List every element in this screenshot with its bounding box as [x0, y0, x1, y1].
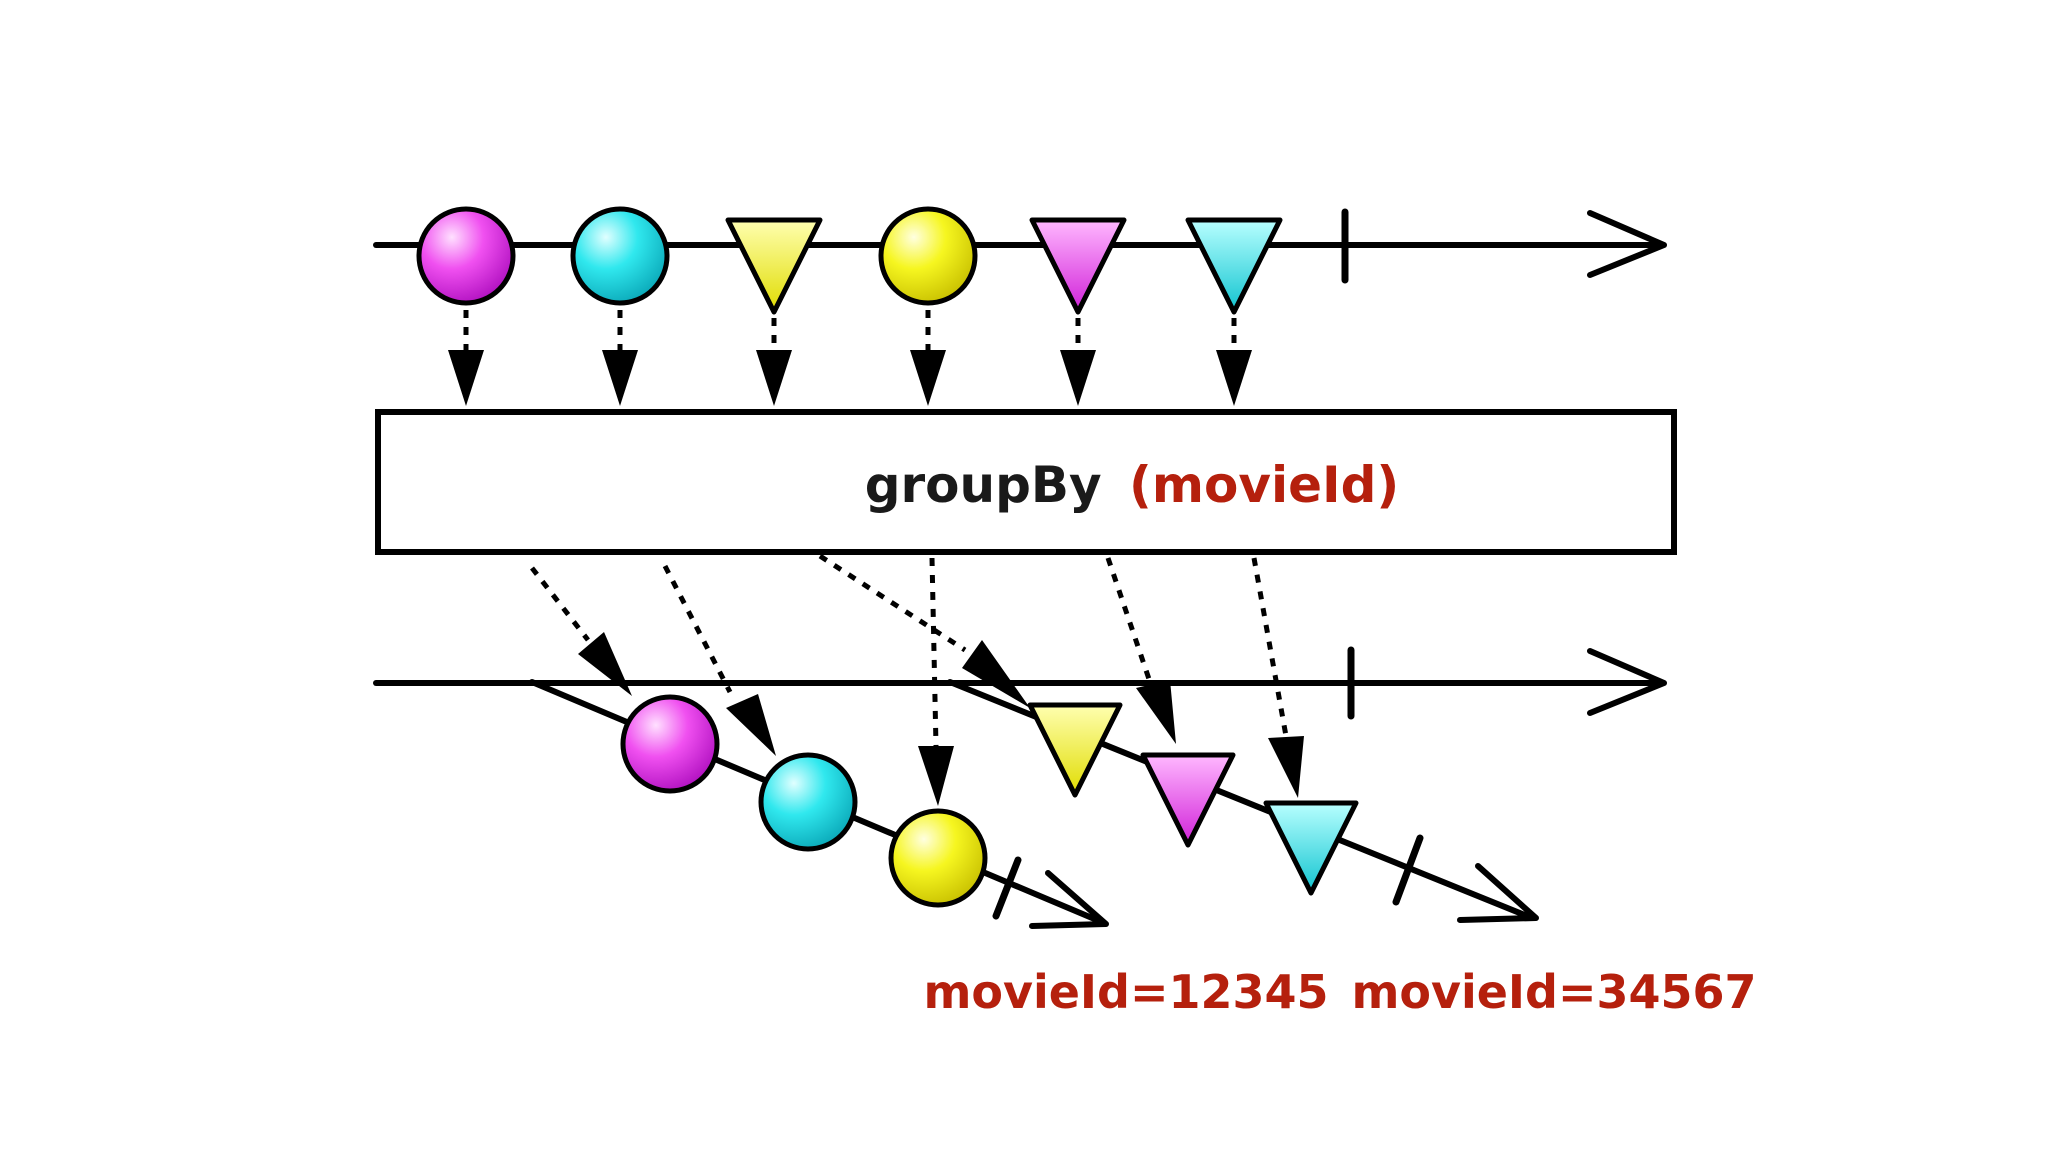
operator-box-frame	[375, 409, 1677, 555]
input-arrow	[1216, 318, 1252, 406]
output-arrow	[918, 557, 954, 806]
output-arrow	[1251, 557, 1304, 798]
group-observable-34567: movieId=34567	[947, 679, 1757, 1019]
output-arrow	[818, 553, 1030, 708]
group-timeline-arrowhead	[1029, 870, 1109, 929]
output-arrow	[1105, 557, 1176, 744]
output-timeline-arrowhead	[1587, 648, 1667, 716]
operator-argument: (movieId)	[1129, 456, 1399, 514]
group-observable-12345: movieId=12345	[529, 679, 1329, 1019]
source-item-cyan-triangle	[1185, 217, 1283, 315]
group-item-yellow-circle	[888, 808, 988, 908]
group-completion-tick	[992, 856, 1022, 920]
source-item-yellow-triangle	[725, 217, 823, 315]
group-item-magenta-circle	[620, 694, 720, 794]
group-item-magenta-triangle	[1140, 752, 1236, 848]
source-item-yellow-circle	[878, 206, 978, 306]
input-arrow	[756, 318, 792, 406]
group-item-cyan-circle	[758, 752, 858, 852]
source-timeline	[373, 208, 1667, 284]
input-arrow	[1060, 318, 1096, 406]
source-item-magenta-circle	[416, 206, 516, 306]
input-arrow	[602, 310, 638, 406]
input-arrow	[910, 310, 946, 406]
output-timeline	[373, 646, 1667, 720]
source-timeline-arrowhead	[1587, 210, 1667, 278]
operator-label: groupBy (movieId)	[865, 456, 1400, 514]
source-item-cyan-circle	[570, 206, 670, 306]
source-items	[416, 206, 1283, 315]
input-arrow	[448, 310, 484, 406]
group-key-label: movieId=34567	[1351, 965, 1756, 1019]
input-arrows	[448, 310, 1252, 406]
group-item-cyan-triangle	[1263, 800, 1359, 896]
output-arrow	[662, 564, 776, 756]
output-arrow	[530, 566, 632, 696]
output-arrows	[530, 553, 1304, 806]
group-item-yellow-triangle	[1027, 702, 1123, 798]
operator-box: groupBy (movieId)	[375, 409, 1677, 555]
group-timeline-arrowhead	[1457, 863, 1539, 923]
group-key-label: movieId=12345	[923, 965, 1328, 1019]
source-item-magenta-triangle	[1029, 217, 1127, 315]
operator-name: groupBy	[865, 456, 1102, 514]
group-completion-tick	[1392, 834, 1424, 906]
